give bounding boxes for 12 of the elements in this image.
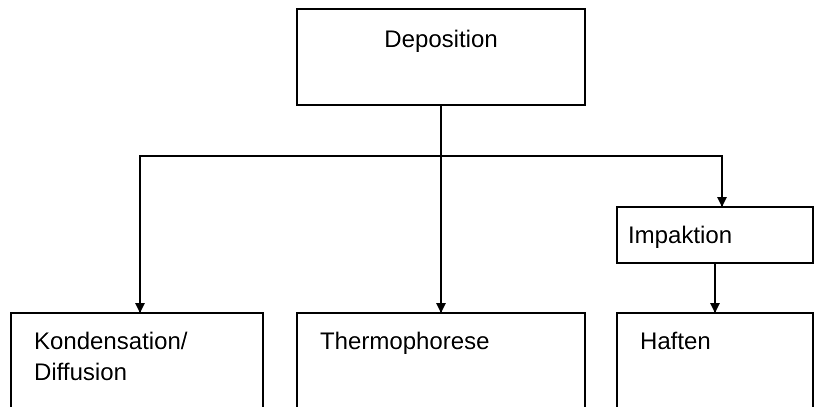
box-label: Deposition <box>384 25 498 55</box>
arrow <box>710 264 720 313</box>
process-box <box>616 312 814 407</box>
arrow <box>440 106 727 207</box>
process-box <box>296 8 586 106</box>
box-label: Kondensation/ Diffusion <box>34 327 188 388</box>
process-box <box>10 312 264 407</box>
box-label: Thermophorese <box>320 327 490 357</box>
box-label: Haften <box>640 327 711 357</box>
process-box <box>616 206 814 264</box>
process-box <box>296 312 586 407</box>
box-label: Impaktion <box>628 220 732 250</box>
